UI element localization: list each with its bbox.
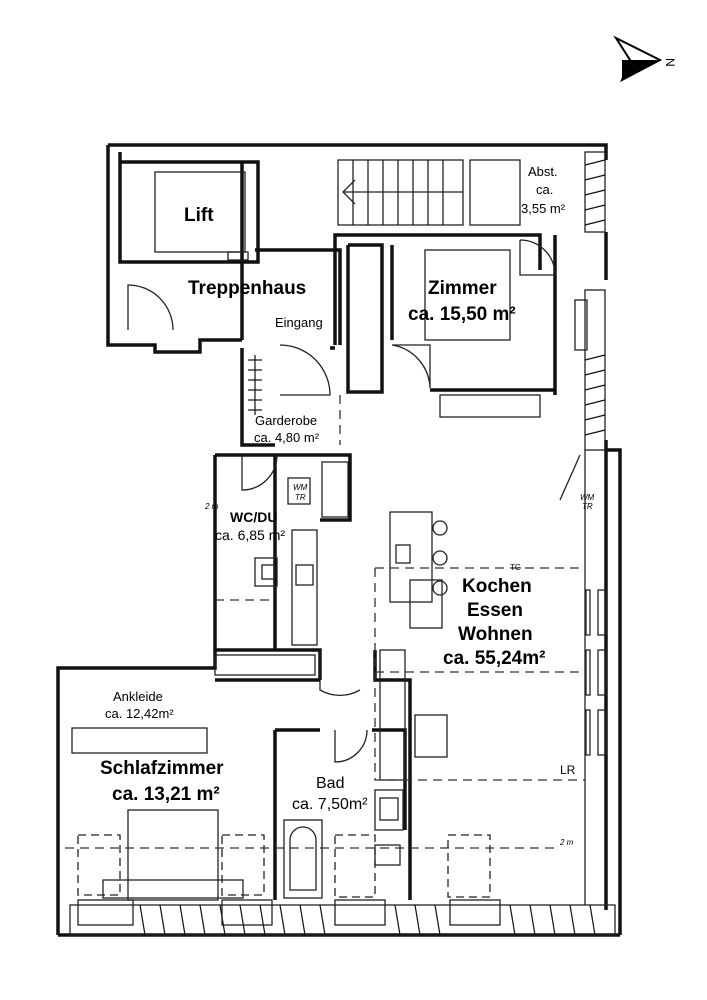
abst-label-1: Abst. [528,164,558,179]
schlafzimmer-area: ca. 13,21 m² [112,784,220,805]
annotations: WM TR WM TR TG LR 2 m 2 m [204,483,595,847]
zimmer-area: ca. 15,50 m² [408,304,516,325]
wm-label-1: WM [293,483,308,492]
kochen-label: Kochen [462,576,532,597]
treppenhaus-label: Treppenhaus [188,278,306,299]
bad-fixtures [283,789,491,899]
kitchen-furniture [214,450,586,905]
wm-label-2: WM [580,493,595,502]
room-labels: Lift Treppenhaus Eingang Abst. ca. 3,55 … [100,164,566,813]
tr-label-1: TR [295,493,306,502]
balcony-railing-bottom [69,899,616,936]
doors [127,239,581,763]
dim-2m-left: 2 m [204,502,219,511]
kochen-area: ca. 55,24m² [443,648,545,669]
abst-label-2: ca. [536,182,553,197]
ankleide-area: ca. 12,42m² [105,706,174,721]
dim-2m-right: 2 m [559,838,574,847]
zimmer-furniture [424,249,588,418]
balcony-railing-right [584,151,606,451]
bedroom-furniture [65,727,555,901]
garderobe-rack [248,355,341,445]
compass-north-label: N [663,58,677,67]
garderobe-area: ca. 4,80 m² [254,430,320,445]
essen-label: Essen [467,600,523,621]
lift-label: Lift [184,205,214,226]
wcdu-label: WC/DU [230,509,277,525]
bad-label: Bad [316,775,344,792]
outer-walls [56,143,622,937]
tg-label: TG [510,563,521,572]
wohnen-label: Wohnen [458,624,533,645]
right-windows [585,589,607,756]
tr-label-2: TR [582,502,593,511]
zimmer-label: Zimmer [428,278,497,299]
ankleide-label: Ankleide [113,689,163,704]
bad-area: ca. 7,50m² [292,796,368,813]
lr-label: LR [560,763,576,777]
schlafzimmer-label: Schlafzimmer [100,758,224,779]
eingang-label: Eingang [275,315,323,330]
compass-fill-icon [622,60,660,80]
staircase [337,159,521,226]
wcdu-area: ca. 6,85 m² [215,527,285,543]
abst-area: 3,55 m² [521,201,566,216]
compass: N [613,35,677,83]
wc-fixtures [215,461,349,646]
garderobe-label: Garderobe [255,413,317,428]
lift-shaft [154,171,249,261]
